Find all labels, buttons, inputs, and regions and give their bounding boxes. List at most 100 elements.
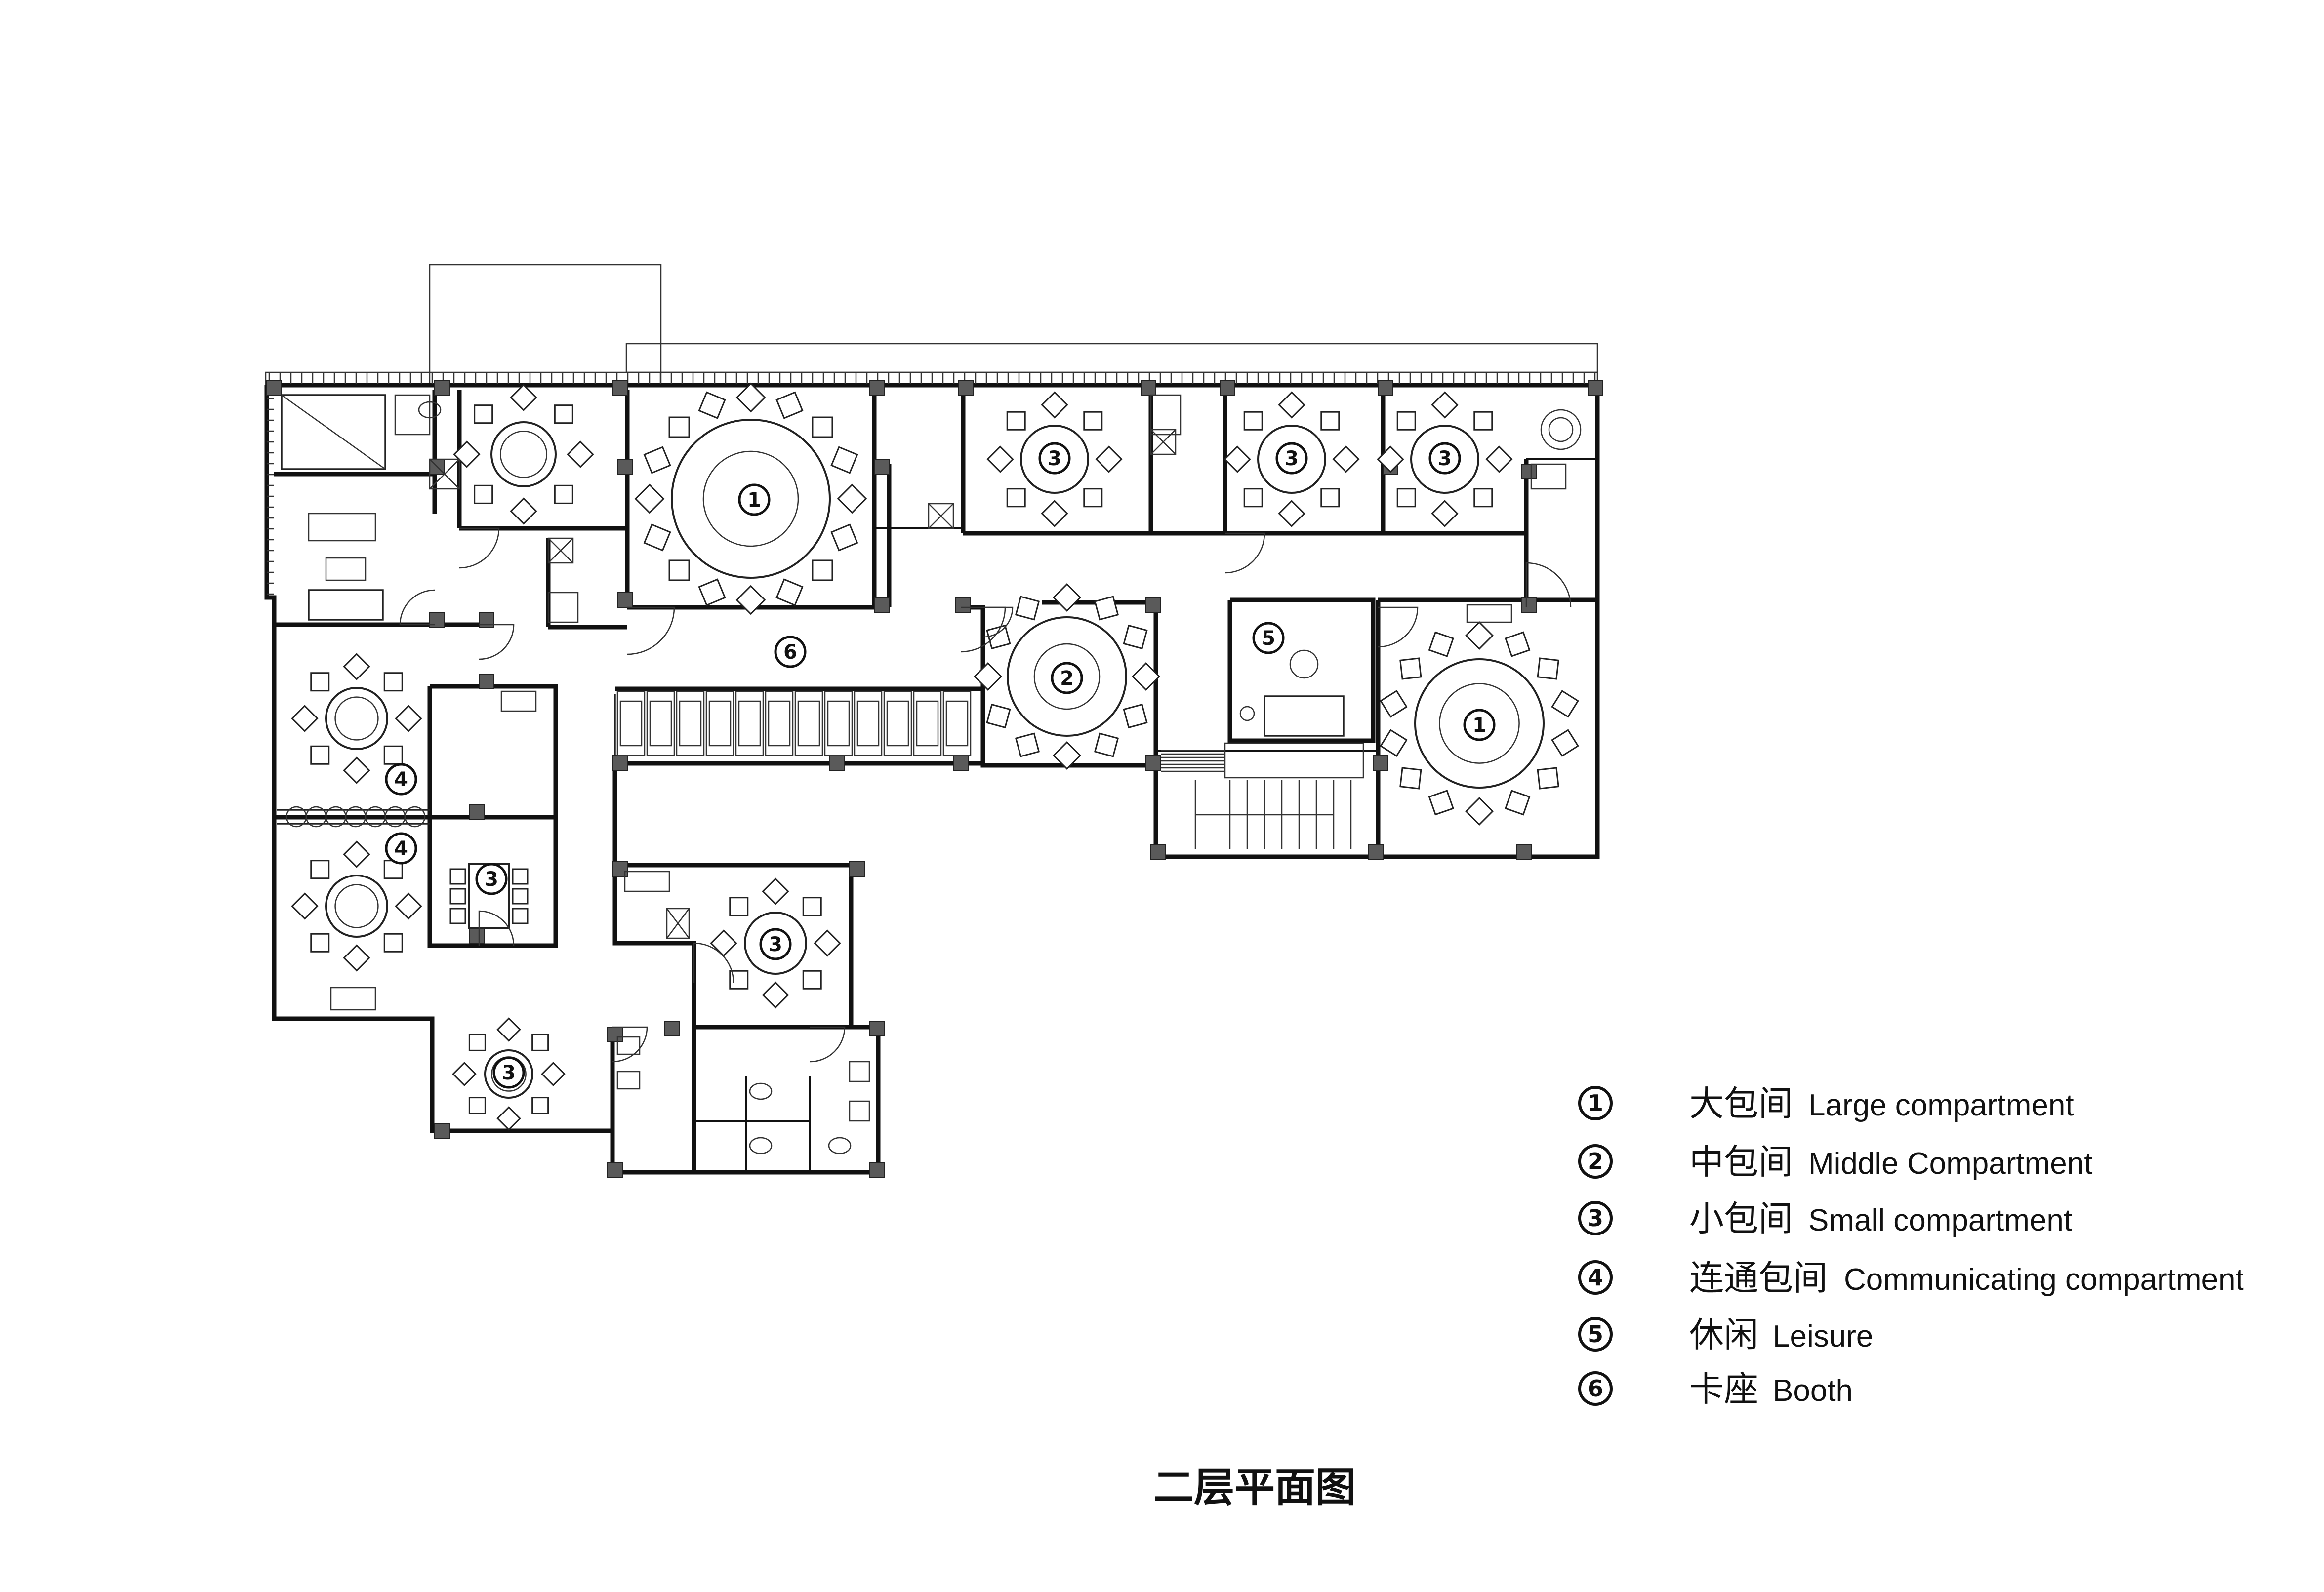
booth-seating xyxy=(616,690,972,756)
booth-seat xyxy=(916,700,939,747)
column xyxy=(612,380,628,396)
chair xyxy=(1094,732,1119,757)
room-marker: 2 xyxy=(1051,662,1083,694)
column xyxy=(874,459,890,475)
room-marker-circle xyxy=(385,832,417,865)
chair xyxy=(710,929,737,957)
chair xyxy=(986,703,1011,729)
chair xyxy=(1380,690,1408,718)
column xyxy=(829,755,845,771)
booth-seat xyxy=(886,700,909,747)
door-swing xyxy=(1224,532,1265,574)
chair xyxy=(643,523,671,552)
chair xyxy=(1095,445,1123,473)
column xyxy=(1145,755,1161,771)
chair xyxy=(1243,411,1263,431)
legend-number-circle xyxy=(1578,1144,1613,1179)
chair xyxy=(310,745,330,765)
chair xyxy=(449,888,466,905)
legend-number: 2 xyxy=(1588,1148,1603,1175)
legend-number: 6 xyxy=(1588,1375,1603,1402)
chair xyxy=(468,1097,486,1114)
chair xyxy=(1399,657,1422,680)
chair xyxy=(395,892,422,920)
chair xyxy=(554,484,573,504)
legend-english-label: Middle Compartment xyxy=(1808,1147,2092,1181)
room-marker-number: 1 xyxy=(747,489,761,512)
room-marker: 3 xyxy=(1275,442,1308,475)
chair xyxy=(802,897,822,916)
booth-seat xyxy=(856,700,880,747)
chair xyxy=(634,483,665,514)
round-table xyxy=(490,421,557,487)
room-marker-circle xyxy=(738,483,771,516)
chair xyxy=(343,840,370,868)
column xyxy=(869,380,885,396)
chair xyxy=(541,1062,566,1086)
chair xyxy=(1015,732,1040,757)
room-marker-number: 4 xyxy=(394,837,408,860)
room-marker-circle xyxy=(475,863,508,895)
chair xyxy=(449,868,466,885)
chair xyxy=(762,877,789,905)
chair xyxy=(986,445,1014,473)
column xyxy=(1145,597,1161,613)
legend-number-circle xyxy=(1578,1201,1613,1235)
booth-bench xyxy=(794,690,823,756)
chair xyxy=(735,382,766,413)
chair xyxy=(512,868,529,885)
booth-seat xyxy=(708,700,732,747)
column xyxy=(469,804,485,820)
chair xyxy=(1041,500,1068,527)
room-marker-number: 3 xyxy=(1285,447,1299,470)
chair xyxy=(383,745,403,765)
booth-bench xyxy=(854,690,883,756)
chair xyxy=(1015,596,1040,621)
column xyxy=(874,597,890,613)
column xyxy=(479,674,494,689)
room-marker-number: 1 xyxy=(1472,714,1486,737)
legend-english-label: Communicating compartment xyxy=(1844,1263,2244,1297)
legend-number-circle xyxy=(1578,1317,1613,1352)
building-outline xyxy=(264,264,1600,1175)
booth-seat xyxy=(827,700,850,747)
chair xyxy=(1473,488,1493,508)
chair xyxy=(1505,631,1531,657)
column xyxy=(1141,380,1156,396)
legend-chinese-label: 小包间 xyxy=(1689,1198,1793,1239)
chair xyxy=(310,672,330,692)
chair xyxy=(395,705,422,732)
legend-number: 5 xyxy=(1588,1321,1603,1348)
chair xyxy=(1041,391,1068,419)
chair xyxy=(531,1097,549,1114)
room-marker-number: 6 xyxy=(783,641,797,664)
chair xyxy=(1465,797,1494,826)
chair xyxy=(310,933,330,953)
fixtures xyxy=(281,394,1582,1154)
door-swing xyxy=(478,910,515,946)
chair xyxy=(1320,411,1340,431)
chair xyxy=(1053,741,1081,770)
chair xyxy=(830,446,858,474)
column xyxy=(849,861,865,877)
door-swing xyxy=(479,624,515,660)
chair xyxy=(1537,657,1559,680)
column xyxy=(1220,380,1235,396)
room-marker-circle xyxy=(1038,442,1071,475)
lazy-susan xyxy=(499,430,548,478)
chair xyxy=(698,578,726,606)
column xyxy=(1588,380,1603,396)
booth-bench xyxy=(735,690,764,756)
room-marker-circle xyxy=(492,1056,525,1089)
folding-partition xyxy=(277,806,430,828)
chair xyxy=(814,929,841,957)
chair xyxy=(1094,596,1119,621)
chair xyxy=(1278,391,1305,419)
legend-chinese-label: 中包间 xyxy=(1689,1142,1793,1182)
chair xyxy=(512,888,529,905)
legend-item: 2 中包间 Middle Compartment xyxy=(1578,1142,2092,1182)
